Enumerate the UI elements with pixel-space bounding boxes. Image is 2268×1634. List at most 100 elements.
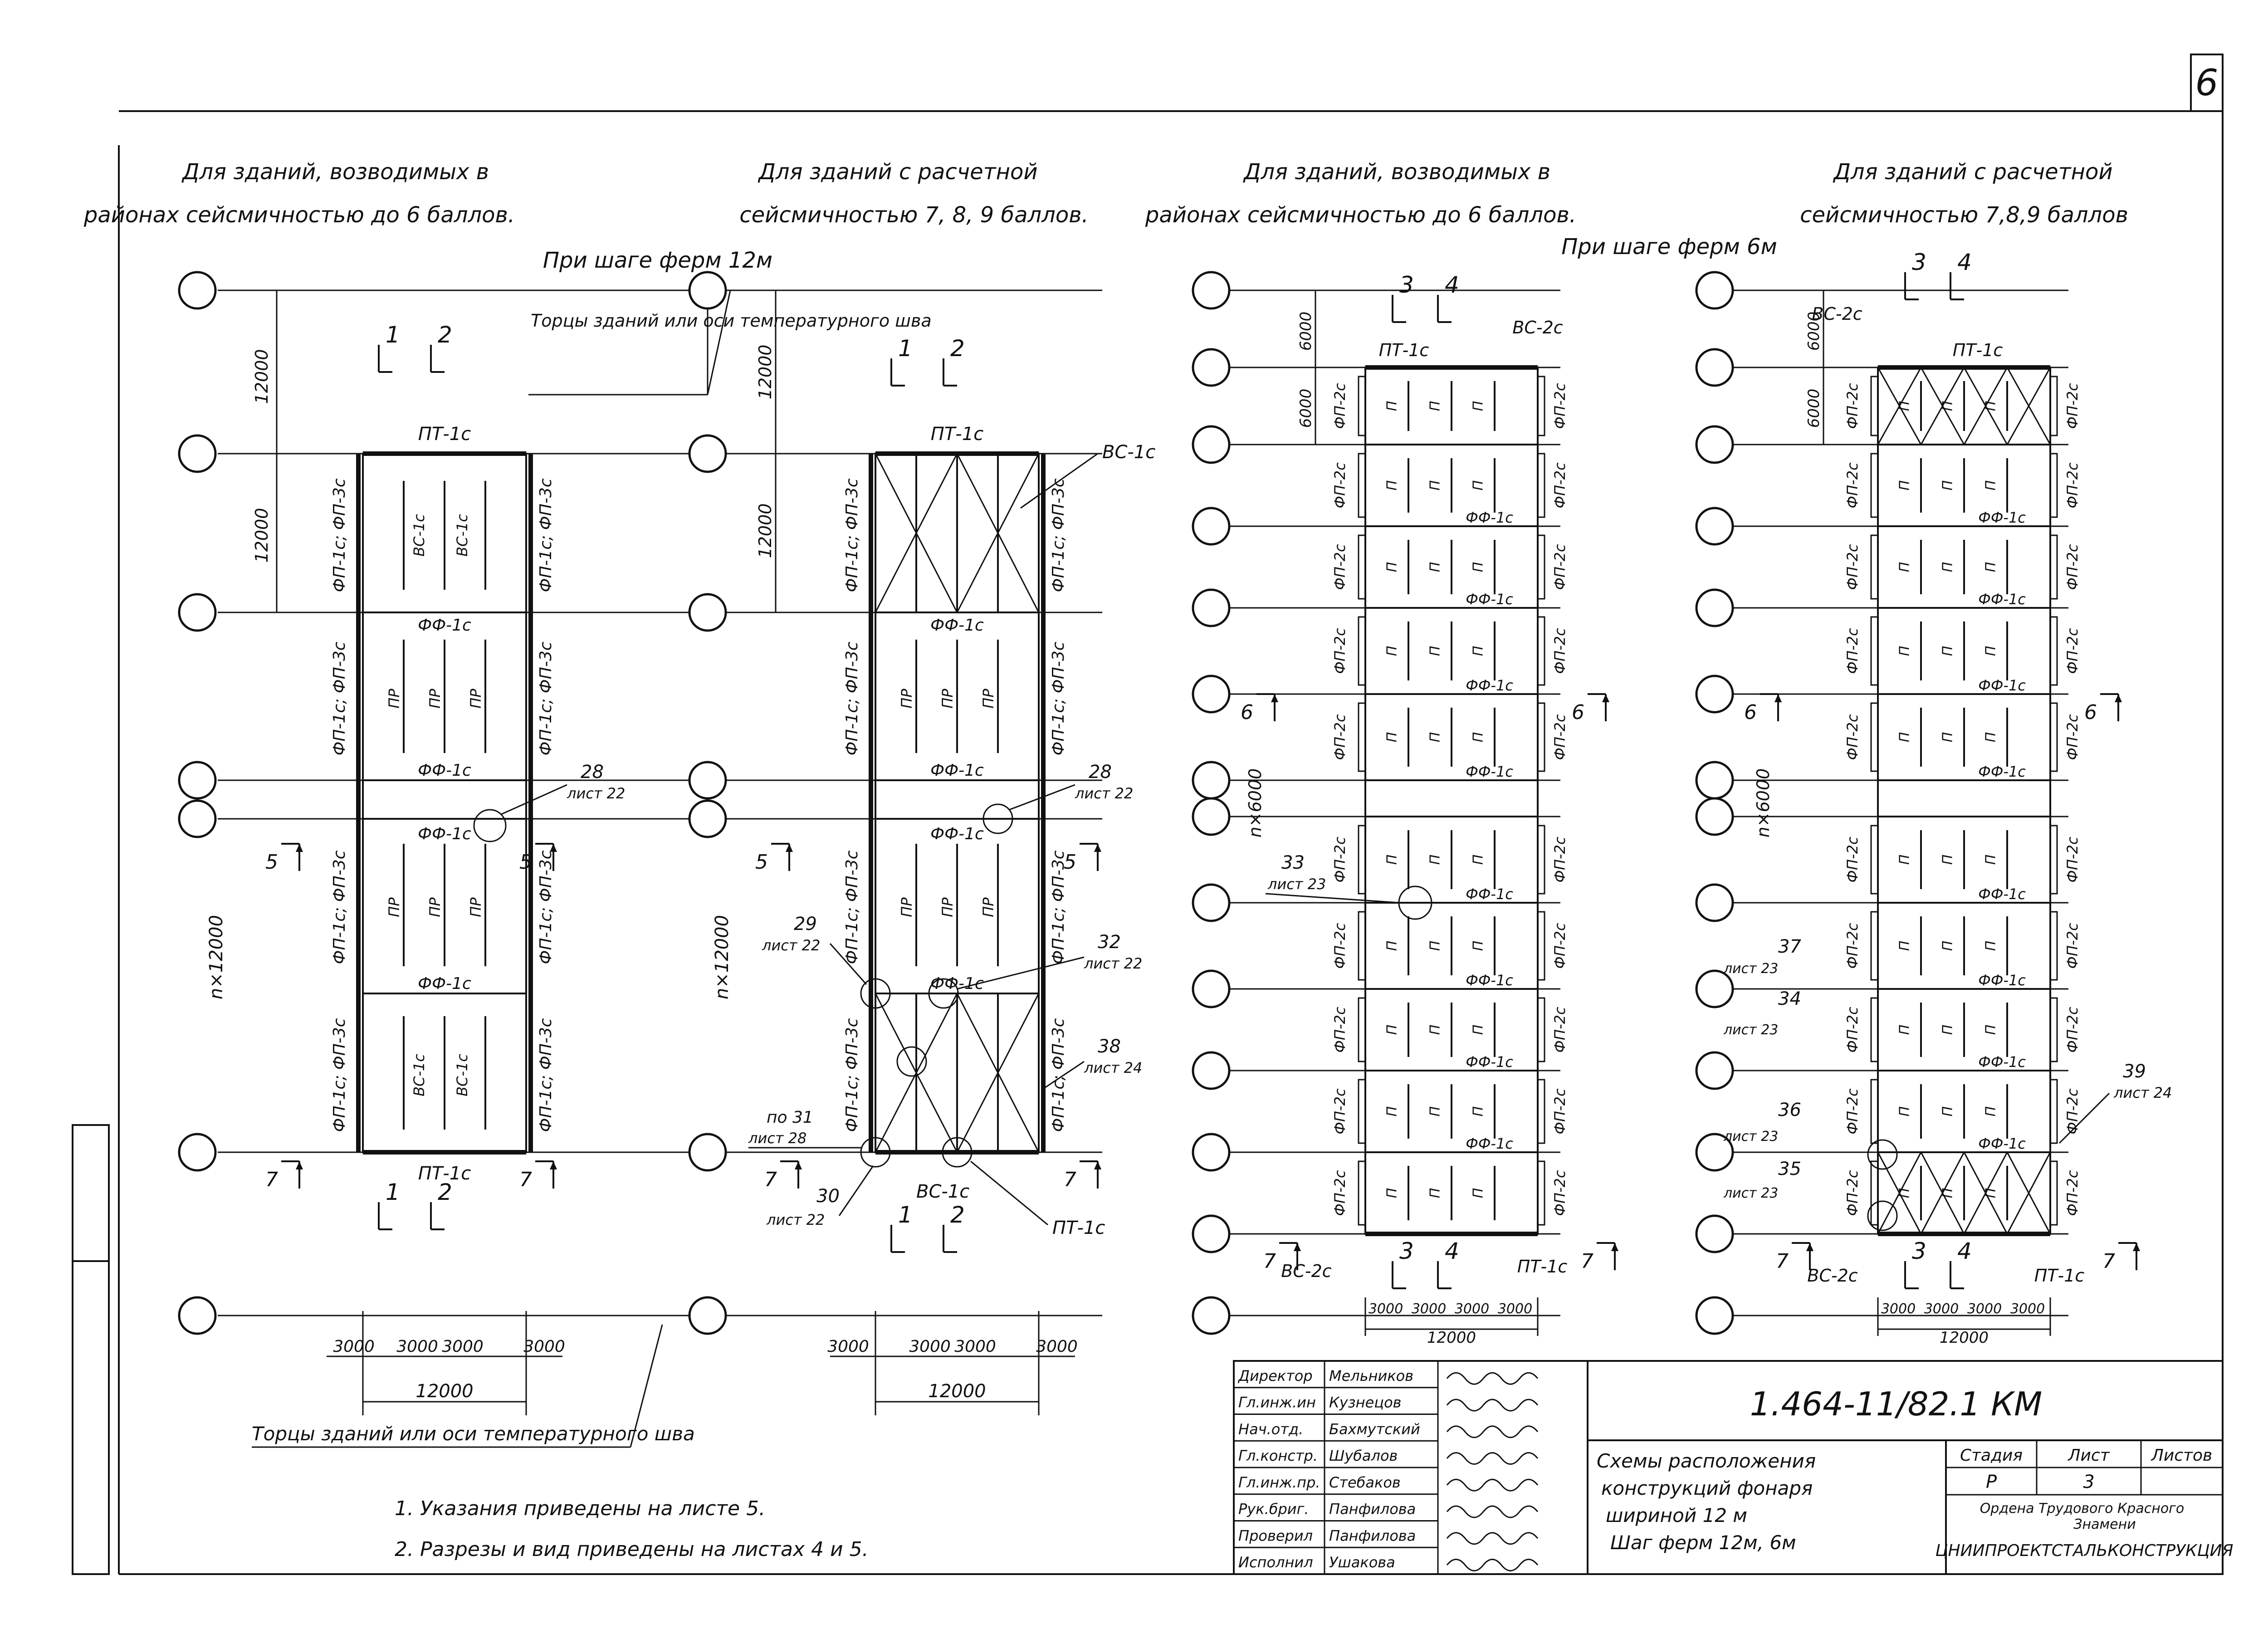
svg-text:ВС-2с: ВС-2с — [1512, 318, 1563, 338]
svg-text:5: 5 — [265, 851, 278, 874]
svg-text:ФФ-1с: ФФ-1с — [1978, 509, 2026, 526]
heading-2: Для зданий с расчетной сейсмичностью 7, … — [739, 159, 1089, 228]
plan-3-left-dims: 6000 6000 n×6000 — [1245, 290, 1316, 837]
axis-bubble — [1695, 797, 1734, 836]
svg-text:ФП-2с: ФП-2с — [1844, 628, 1861, 674]
svg-text:ПТ-1с: ПТ-1с — [1517, 1257, 1568, 1277]
axis-bubble — [688, 1133, 727, 1172]
svg-text:лист 23: лист 23 — [1723, 1129, 1778, 1145]
label-ff1c-4: ФФ-1с — [418, 974, 471, 993]
svg-text:лист 22: лист 22 — [1084, 955, 1142, 972]
dim-12000-mid: 12000 — [252, 508, 272, 563]
svg-text:П: П — [1897, 480, 1912, 491]
svg-text:37: 37 — [1778, 936, 1801, 957]
svg-text:6: 6 — [1241, 701, 1253, 724]
svg-text:ПР: ПР — [980, 897, 997, 917]
svg-text:П: П — [1940, 941, 1955, 951]
svg-text:ФФ-1с: ФФ-1с — [1466, 677, 1513, 694]
svg-text:6: 6 — [1744, 701, 1757, 724]
svg-text:П: П — [1940, 480, 1955, 491]
svg-text:ФП-2с: ФП-2с — [1844, 923, 1861, 969]
dim-n6000-p4: n×6000 — [1753, 768, 1773, 838]
heading-1: Для зданий, возводимых в районах сейсмич… — [83, 159, 515, 228]
note-2: 2. Разрезы и вид приведены на листах 4 и… — [395, 1538, 869, 1561]
svg-text:П: П — [1427, 1025, 1443, 1035]
svg-text:33: 33 — [1281, 852, 1305, 873]
svg-text:лист 22: лист 22 — [1075, 785, 1133, 802]
svg-text:П: П — [1897, 646, 1912, 656]
svg-text:2: 2 — [438, 1179, 452, 1205]
svg-text:12000: 12000 — [928, 1381, 986, 1402]
svg-text:ФФ-1с: ФФ-1с — [1978, 1135, 2026, 1152]
svg-text:28: 28 — [1089, 762, 1112, 783]
svg-text:7: 7 — [1263, 1250, 1276, 1273]
svg-text:лист 24: лист 24 — [2113, 1084, 2172, 1101]
sheet-number-box — [2190, 54, 2224, 112]
axis-bubble — [1192, 507, 1231, 546]
svg-text:ФФ-1с: ФФ-1с — [1978, 591, 2026, 608]
svg-text:1: 1 — [386, 322, 400, 348]
svg-text:П: П — [1427, 732, 1443, 743]
svg-text:ФП-1с; ФП-3с: ФП-1с; ФП-3с — [843, 478, 861, 592]
svg-text:1: 1 — [386, 1179, 400, 1205]
sheet-number: 6 — [2195, 62, 2219, 104]
svg-text:ФП-2с: ФП-2с — [1331, 837, 1349, 883]
staff-name: Шубалов — [1329, 1447, 1398, 1464]
svg-text:ВС-2с: ВС-2с — [1812, 304, 1862, 324]
svg-text:ПР: ПР — [386, 689, 403, 709]
svg-text:П: П — [1470, 941, 1486, 951]
axis-bubble — [1695, 348, 1734, 387]
axis-bubble — [1192, 969, 1231, 1008]
staff-name: Панфилова — [1329, 1527, 1416, 1544]
axis-bubble — [688, 434, 727, 473]
svg-text:ПР: ПР — [386, 897, 403, 917]
svg-text:ФП-2с: ФП-2с — [1331, 1088, 1349, 1135]
svg-text:ВС-1с: ВС-1с — [411, 514, 428, 557]
svg-text:ФП-2с: ФП-2с — [1331, 714, 1349, 760]
svg-text:ФП-1с; ФП-3с: ФП-1с; ФП-3с — [537, 850, 555, 964]
svg-text:ФФ-1с: ФФ-1с — [1466, 1135, 1513, 1152]
svg-text:3000: 3000 — [1455, 1301, 1489, 1317]
svg-text:П: П — [1983, 480, 1999, 491]
label-ff1c-2: ФФ-1с — [418, 761, 471, 780]
dim-6000-p3-a: 6000 — [1297, 312, 1315, 351]
staff-role: Нач.отд. — [1238, 1420, 1303, 1438]
svg-text:ФП-2с: ФП-2с — [1331, 462, 1349, 509]
svg-text:12000: 12000 — [1427, 1329, 1476, 1347]
svg-text:лист 23: лист 23 — [1723, 961, 1778, 977]
svg-text:3000: 3000 — [1498, 1301, 1532, 1317]
svg-text:ФП-2с: ФП-2с — [1844, 383, 1861, 429]
svg-text:6: 6 — [2084, 701, 2097, 724]
org-name: ЦНИИПРОЕКТСТАЛЬКОНСТРУКЦИЯ — [1936, 1541, 2234, 1560]
svg-text:35: 35 — [1778, 1159, 1801, 1179]
svg-text:3000: 3000 — [1924, 1301, 1959, 1317]
svg-text:ПР: ПР — [939, 897, 956, 917]
svg-text:П: П — [1384, 1106, 1400, 1117]
svg-text:П: П — [1384, 1188, 1400, 1199]
svg-text:ФП-2с: ФП-2с — [1551, 714, 1569, 760]
axis-bubble — [688, 761, 727, 800]
svg-text:ВС-1с: ВС-1с — [411, 1054, 428, 1096]
svg-text:32: 32 — [1098, 932, 1121, 953]
svg-text:ФП-2с: ФП-2с — [2064, 714, 2081, 760]
svg-text:7: 7 — [1581, 1250, 1593, 1273]
svg-text:ВС-2с: ВС-2с — [1807, 1266, 1857, 1286]
drawing-code: 1.464-11/82.1 КМ — [1750, 1385, 2042, 1423]
svg-text:3000: 3000 — [827, 1337, 869, 1356]
axis-bubble — [1695, 588, 1734, 627]
dim-n12000-p2: n×12000 — [712, 915, 733, 999]
heading-3-line-1: Для зданий, возводимых в — [1243, 159, 1550, 185]
staff-name: Кузнецов — [1329, 1394, 1402, 1411]
svg-text:4: 4 — [1445, 1238, 1459, 1264]
svg-text:ФП-1с; ФП-3с: ФП-1с; ФП-3с — [843, 641, 861, 755]
axis-bubble — [1192, 675, 1231, 714]
plan-1-bottom-dims: 3000 3000 3000 3000 12000 — [327, 1311, 565, 1415]
svg-text:ВС-1с: ВС-1с — [454, 514, 471, 557]
title-line-3: шириной 12 м — [1606, 1504, 1747, 1526]
svg-text:ФП-2с: ФП-2с — [1331, 383, 1349, 429]
svg-text:ПР: ПР — [898, 689, 915, 709]
svg-text:П: П — [1470, 732, 1486, 743]
svg-text:7: 7 — [2102, 1250, 2115, 1273]
